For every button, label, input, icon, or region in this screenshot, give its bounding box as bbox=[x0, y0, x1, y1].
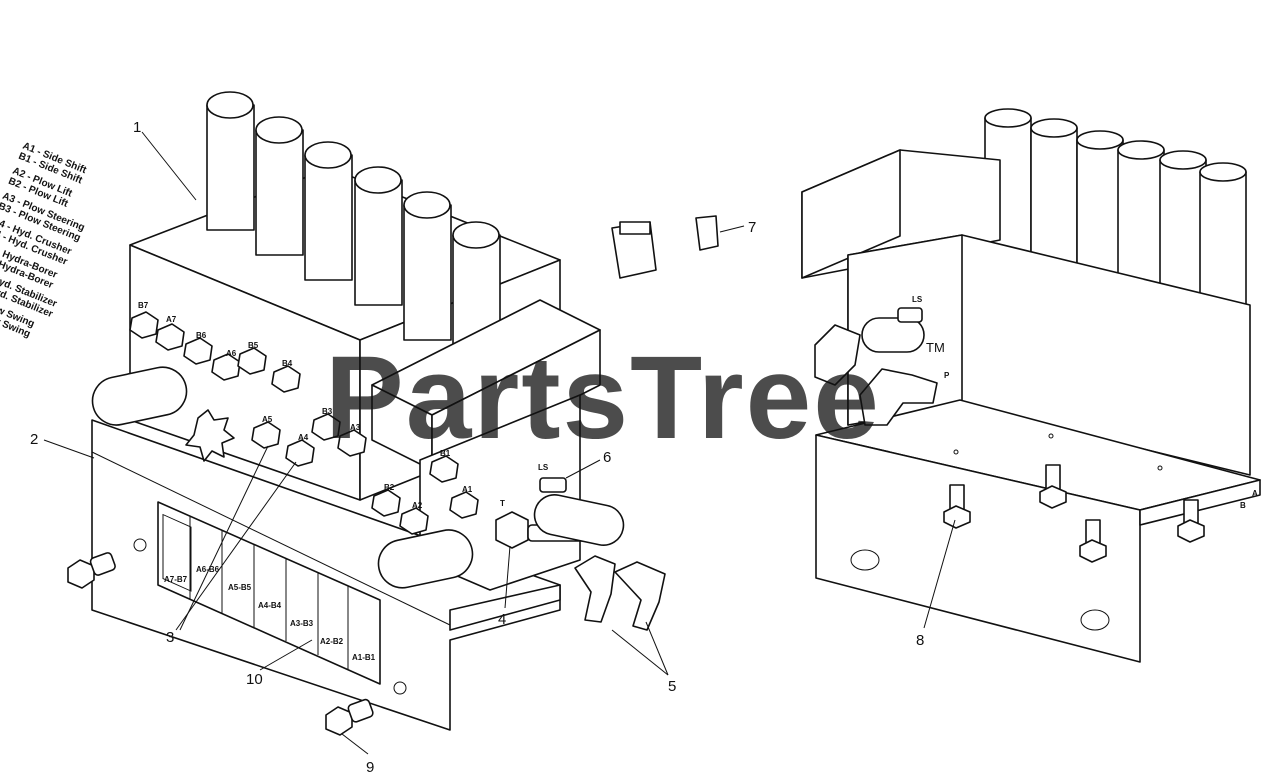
port-fittings bbox=[129, 311, 479, 535]
decal-label-a2-b2: A2-B2 bbox=[320, 637, 344, 646]
callout-4: 4 bbox=[498, 611, 506, 628]
callout-8: 8 bbox=[916, 632, 924, 649]
port-label-b2: B2 bbox=[384, 483, 395, 492]
port-label-t: T bbox=[500, 499, 505, 508]
decal-label-a5-b5: A5-B5 bbox=[228, 583, 252, 592]
callouts: 1 2 3 4 5 6 7 8 9 10 bbox=[30, 119, 956, 776]
port-label-a4: A4 bbox=[298, 433, 309, 442]
port-label-a2: A2 bbox=[412, 501, 423, 510]
valve-spools bbox=[206, 91, 501, 346]
edge-label-b: B bbox=[1240, 501, 1246, 510]
port-label-b5: B5 bbox=[248, 341, 259, 350]
callout-5: 5 bbox=[668, 678, 676, 695]
watermark-text: PartsTree bbox=[325, 332, 881, 464]
port-label-b7: B7 bbox=[138, 301, 149, 310]
decal-panel bbox=[162, 513, 192, 592]
callout-3: 3 bbox=[166, 629, 174, 646]
port-label-a5: A5 bbox=[262, 415, 273, 424]
valve-assembly-rear-view: LS P A B bbox=[801, 108, 1261, 663]
callout-10: 10 bbox=[246, 671, 263, 688]
callout-6: 6 bbox=[603, 449, 611, 466]
port-label-a7: A7 bbox=[166, 315, 177, 324]
callout-7: 7 bbox=[748, 219, 756, 236]
port-label-b3: B3 bbox=[322, 407, 333, 416]
port-label-ls-right: LS bbox=[912, 295, 923, 304]
port-label-b1: B1 bbox=[440, 449, 451, 458]
decal-label-a4-b4: A4-B4 bbox=[258, 601, 282, 610]
valve-assembly-front-view: B7 A7 B6 A6 B5 B4 A5 A4 B3 A3 B2 A2 A1 B… bbox=[67, 91, 719, 736]
edge-label-a: A bbox=[1252, 489, 1258, 498]
port-label-ls-left: LS bbox=[538, 463, 549, 472]
callout-2: 2 bbox=[30, 431, 38, 448]
callout-1: 1 bbox=[133, 119, 141, 136]
port-label-a1: A1 bbox=[462, 485, 473, 494]
port-label-a6: A6 bbox=[226, 349, 237, 358]
decal-label-a3-b3: A3-B3 bbox=[290, 619, 314, 628]
port-label-p: P bbox=[944, 371, 950, 380]
port-label-a3: A3 bbox=[350, 423, 361, 432]
port-function-legend: A1 - Side Shift B1 - Side Shift A2 - Plo… bbox=[0, 141, 88, 341]
bolt-bottom bbox=[325, 698, 374, 736]
decal-label-a6-b6: A6-B6 bbox=[196, 565, 220, 574]
bolt-left bbox=[67, 552, 116, 589]
partstree-watermark: PartsTree TM bbox=[325, 332, 945, 464]
control-decal: A7-B7 A6-B6 A5-B5 A4-B4 A3-B3 A2-B2 A1-B… bbox=[157, 501, 381, 685]
decal-label-a7-b7: A7-B7 bbox=[164, 575, 188, 584]
port-label-b6: B6 bbox=[196, 331, 207, 340]
watermark-trademark: TM bbox=[926, 340, 945, 355]
decal-label-a1-b1: A1-B1 bbox=[352, 653, 376, 662]
callout-9: 9 bbox=[366, 759, 374, 776]
port-label-b4: B4 bbox=[282, 359, 293, 368]
